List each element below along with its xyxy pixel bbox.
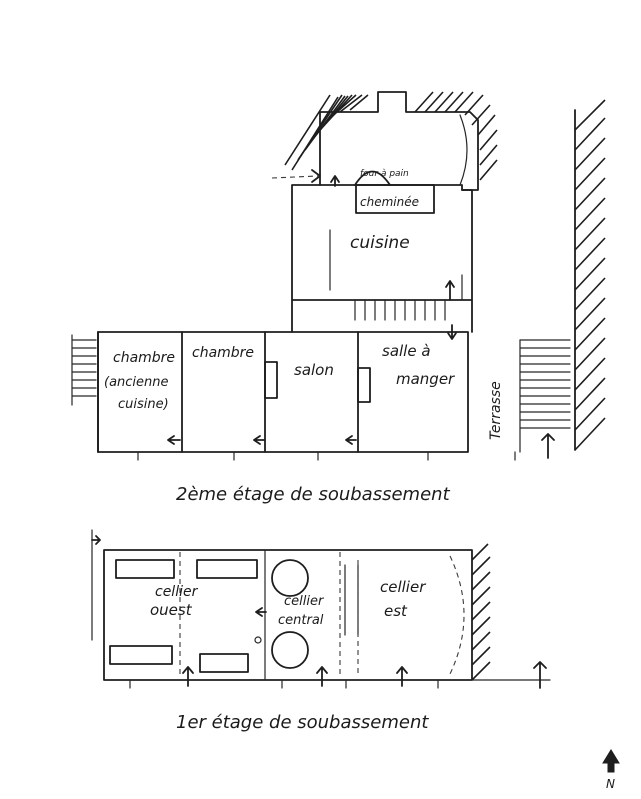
tun-2 <box>271 631 309 669</box>
cuisine-wall <box>291 184 473 333</box>
cellier-est-label-1: cellier <box>380 578 426 596</box>
entry-arrow-dashed <box>271 175 319 179</box>
cellier-central-label-2: central <box>278 613 324 628</box>
cheminee-box <box>355 184 435 214</box>
rock-hatching-right <box>574 99 606 451</box>
salle-fireplace <box>357 367 371 403</box>
lower-plan: cellier ouest cellier central cellier es… <box>91 529 551 733</box>
terrasse-label: Terrasse <box>488 381 504 440</box>
cask-1 <box>115 559 175 579</box>
four-a-pain-label: four à pain <box>360 169 409 179</box>
cellier-est-label-2: est <box>384 602 408 620</box>
cheminee-label: cheminée <box>360 195 419 209</box>
salon-label: salon <box>294 361 334 379</box>
upper-plan: four à pain cheminée cuisine <box>71 91 606 505</box>
lower-rock-hatching <box>471 543 491 681</box>
cask-3 <box>109 645 173 665</box>
salle-a-manger-label-2: manger <box>396 370 455 388</box>
cuisine-label: cuisine <box>350 233 410 253</box>
cask-4 <box>199 653 249 673</box>
north-arrow-icon: N <box>602 749 620 791</box>
tun-1 <box>271 559 309 597</box>
oven-block-wall <box>319 91 479 191</box>
north-label: N <box>606 777 615 791</box>
cellier-ouest-label-2: ouest <box>150 601 193 619</box>
cask-2 <box>196 559 258 579</box>
cuisine-stairs <box>354 299 446 321</box>
chambre-ancienne-label-1: chambre <box>113 350 175 366</box>
salon-fireplace <box>264 361 278 399</box>
east-stairs <box>519 339 571 453</box>
west-stairs <box>71 334 97 406</box>
bread-oven-dome <box>354 170 391 186</box>
chambre-ancienne-label-3: cuisine) <box>118 397 169 412</box>
upper-plan-title: 2ème étage de soubassement <box>176 484 451 505</box>
cellier-central-label-1: cellier <box>284 594 325 609</box>
cellier-ouest-label-1: cellier <box>155 584 199 600</box>
chambre-ancienne-label-2: (ancienne <box>104 375 169 390</box>
chambre-label: chambre <box>192 345 254 361</box>
salle-a-manger-label-1: salle à <box>382 342 431 360</box>
lower-plan-title: 1er étage de soubassement <box>176 712 429 733</box>
